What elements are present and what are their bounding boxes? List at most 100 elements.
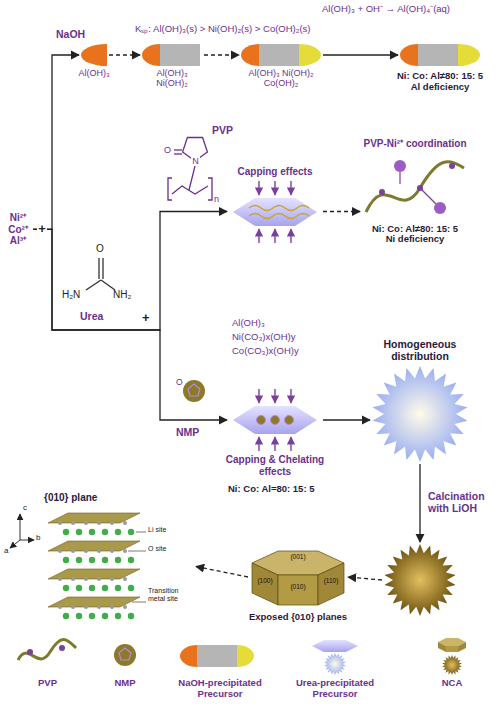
connector (323, 55, 398, 56)
connector-line (419, 464, 420, 542)
nca-particle (384, 544, 455, 616)
node-label: Exposed {010} planes (248, 612, 348, 623)
urea-structure (86, 258, 115, 290)
annotation: O (176, 378, 185, 388)
precursor-particle (239, 42, 323, 68)
connector-line (33, 55, 79, 229)
edge-label: NaOH (56, 28, 96, 40)
legend-label: Urea-precipitated Precursor (280, 678, 390, 700)
precursor-particle (140, 42, 204, 68)
annotation: Al(OH)₃ + OH⁻ → Al(OH)₄⁻(aq) (322, 4, 497, 15)
capping-step: Capping & Chelating effects (225, 388, 325, 477)
annotation: N (191, 156, 200, 166)
node-label: {010} plane (44, 492, 194, 504)
connector-line (348, 577, 382, 580)
connector (33, 212, 227, 331)
precursor-step: Al(OH)₃ (68, 42, 120, 78)
precursor-particle-outline (239, 42, 323, 68)
node-label: (110) (318, 577, 344, 584)
annotation: O (96, 243, 106, 255)
connector (348, 464, 420, 580)
precursor-particle (398, 42, 482, 68)
nca-crystal: (001) (100)(010)(110) (248, 545, 348, 609)
node-label: Ni: Co: Al≠80: 15: 5 (385, 71, 495, 82)
node-label: Al deficiency (385, 82, 495, 93)
precursor-result: Ni: Co: Al≠80: 15: 5Al deficiency (385, 42, 495, 93)
connector (323, 211, 360, 212)
legend-label: NMP (95, 678, 155, 689)
capping-particle-outline (227, 388, 323, 452)
annotation: Kₛₚ: Al(OH)₃(s) > Ni(OH)₂(s) > Co(OH)₂(s… (135, 24, 380, 35)
precursor-particle-outline (370, 364, 470, 464)
capping-particle-outline (227, 180, 323, 244)
node-label: (010) (278, 583, 318, 590)
legend-label: NCA (420, 678, 484, 689)
annotation: PVP (212, 124, 242, 136)
node-label: Transition metal site (148, 587, 194, 603)
node-label: Capping effects (225, 166, 325, 178)
pvp-chain-outline (360, 152, 470, 222)
node-label: Li site (148, 526, 194, 534)
precursor-particle-outline (79, 42, 109, 68)
pvp-chain (360, 152, 470, 222)
node-label: Capping & Chelating effects (225, 454, 325, 477)
node-label: Al(OH)₃ (68, 68, 120, 78)
node-label: (100) (252, 577, 278, 584)
precursor-particle-outline (398, 42, 482, 68)
connector (109, 55, 140, 56)
legend-label: NaOH-precipitated Precursor (165, 678, 275, 700)
annotation: b (36, 533, 44, 542)
connector-line (196, 567, 248, 578)
node-label: Ni: Co: Al≠80: 15: 5 (340, 224, 490, 235)
connector (323, 420, 370, 421)
connector-line (323, 54, 398, 55)
annotation: n (214, 194, 222, 204)
nca-crystal: (001) (100)(010)(110) Exposed {010} planes (248, 545, 348, 623)
capping-particle (227, 180, 323, 244)
connector-line (323, 419, 370, 420)
precursor-step: Al(OH)₃ Ni(OH)₂ (140, 42, 204, 89)
legend-icons (18, 638, 466, 675)
annotation: NH₂ (113, 289, 137, 301)
connector (33, 229, 227, 420)
connector-line (33, 229, 227, 420)
annotation: a (4, 546, 12, 555)
nmp-icon (183, 380, 205, 402)
node-label: Ni²⁺ Co²⁺ Al³⁺ (3, 212, 33, 247)
annotation: Urea (80, 310, 120, 322)
annotation: + (142, 311, 152, 326)
crystal-structure: Li site O siteTransition metal site (44, 507, 194, 627)
capping-step: Capping effects (225, 166, 325, 244)
coordination-result: PVP-Ni²⁺ coordinationNi: Co: Al≠80: 15: … (340, 138, 490, 245)
crystal-axes (10, 514, 34, 548)
precursor-particle (370, 364, 470, 464)
connector-line (33, 212, 227, 331)
annotation: Ni: Co: Al=80: 15: 5 (228, 484, 358, 495)
crystal-structure: {010} plane Li site O siteTransition metal… (44, 492, 194, 627)
connector-line (109, 54, 140, 55)
annotation: H₂N (62, 289, 86, 301)
annotation: + (37, 222, 47, 237)
annotation: Al(OH)₃ (232, 318, 342, 329)
precursor-step: Al(OH)₃ Ni(OH)₂ Co(OH)₂ (238, 42, 324, 89)
reactant-ions: Ni²⁺ Co²⁺ Al³⁺ (3, 212, 33, 247)
connector-line (323, 211, 360, 212)
node-label: (001) (278, 553, 318, 560)
annotation: O (164, 145, 173, 155)
node-label: Al(OH)₃ Ni(OH)₂ (140, 68, 204, 89)
node-label: PVP-Ni²⁺ coordination (340, 138, 490, 150)
annotation: NMP (176, 426, 206, 438)
crystal-structure-outline (44, 507, 194, 627)
annotation: Ni(CO₃)x(OH)y (232, 332, 342, 343)
precursor-particle-outline (140, 42, 204, 68)
node-label: Homogeneous distribution (360, 338, 480, 362)
node-label: Al(OH)₃ Ni(OH)₂ Co(OH)₂ (238, 68, 324, 89)
node-label: Ni deficiency (340, 234, 490, 245)
precursor-particle (79, 42, 109, 68)
connector (204, 55, 239, 56)
node-label: O site (148, 545, 194, 553)
legend-label: PVP (10, 678, 85, 689)
pvp-structure (168, 138, 212, 201)
annotation: Co(CO₃)x(OH)y (232, 346, 342, 357)
edge-label: Calcination with LiOH (428, 490, 494, 514)
